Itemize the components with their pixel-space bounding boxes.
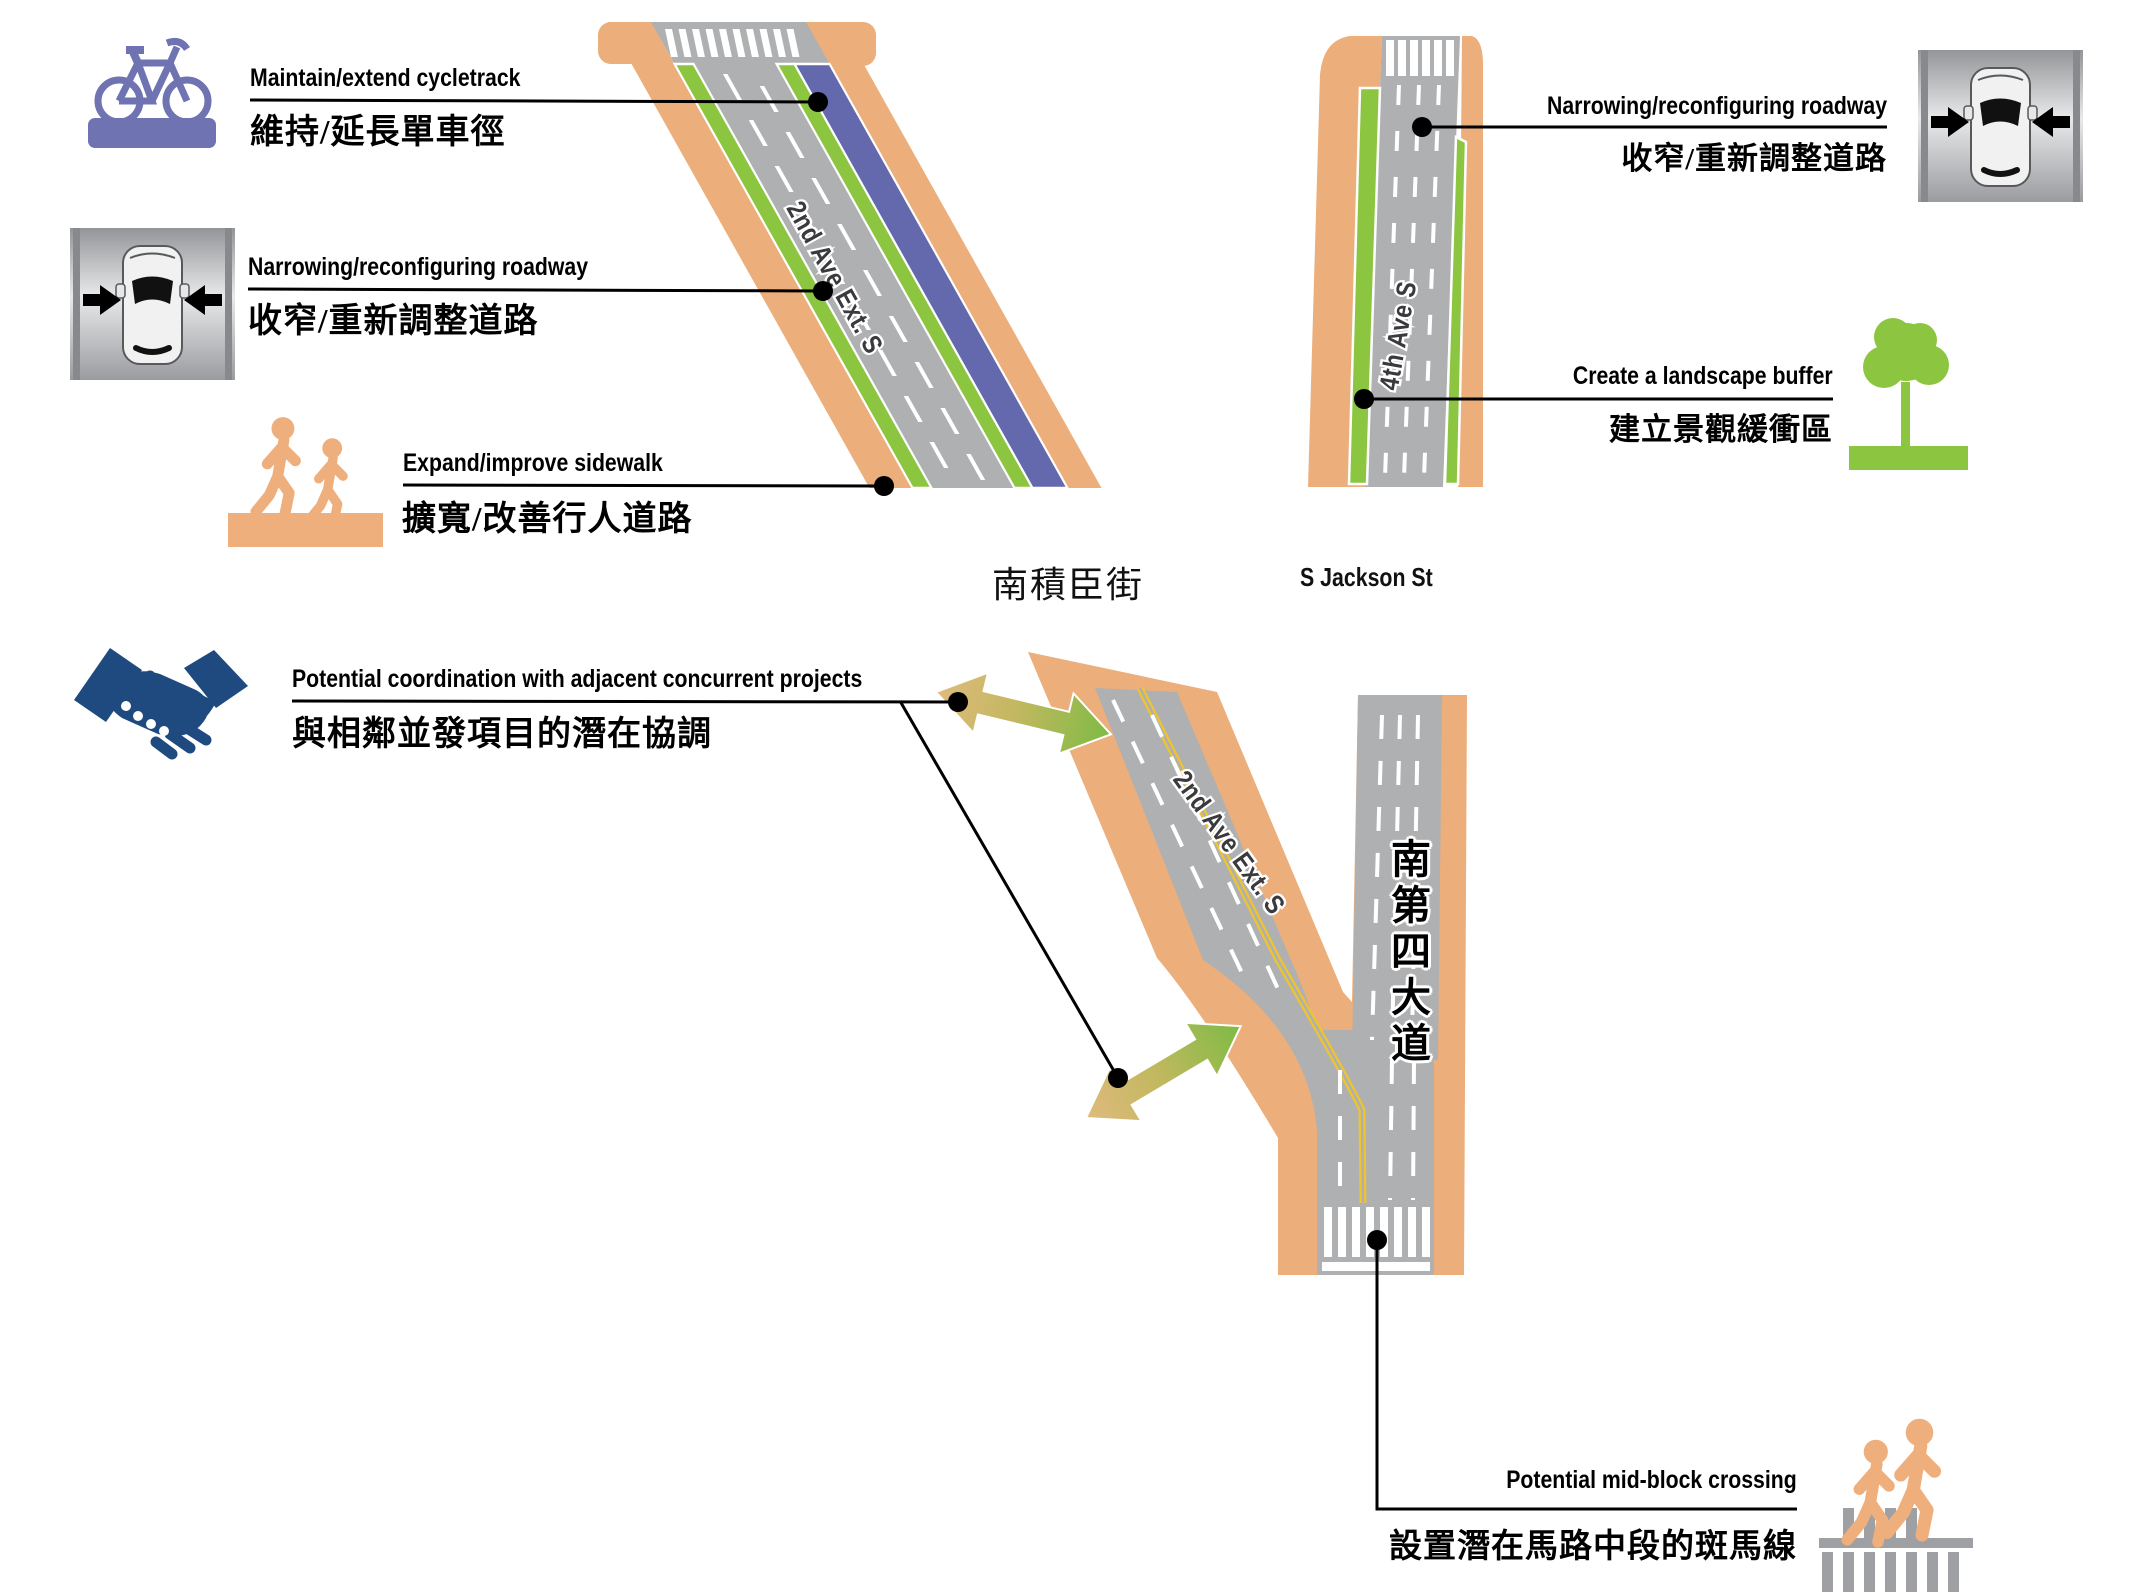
planting-strip <box>1347 86 1382 486</box>
callout-narrowing-right-zh: 收窄/重新調整道路 <box>1621 141 1887 176</box>
callout-cycletrack-zh: 維持/延長單車徑 <box>250 114 506 151</box>
sidewalk-band <box>806 22 1102 488</box>
sidewalk-band <box>608 22 913 488</box>
road-2nd-ave-top: 2nd Ave Ext. S <box>598 22 1102 490</box>
callout-cycletrack-en: Maintain/extend cycletrack <box>250 64 521 92</box>
crosswalk <box>1386 40 1454 76</box>
cycletrack-band <box>792 62 1070 490</box>
callout-coordination-zh: 與相鄰並發項目的潛在協調 <box>292 716 712 753</box>
planting-strip <box>672 62 934 490</box>
callout-landscape-en: Create a landscape buffer <box>1573 362 1833 390</box>
car-narrowing-icon-left <box>70 228 235 380</box>
bicycle-icon <box>88 38 216 148</box>
tree-icon <box>1849 318 1968 470</box>
callout-narrowing-right-en: Narrowing/reconfiguring roadway <box>1546 92 1887 120</box>
handshake-icon <box>74 648 248 760</box>
callout-narrowing-left-zh: 收窄/重新調整道路 <box>248 303 539 340</box>
crosswalk <box>665 29 800 57</box>
car-narrowing-icon-right <box>1918 50 2083 202</box>
planting-strip <box>1443 135 1468 486</box>
road-label-4th-ave-zh: 南第四大道 <box>1385 838 1430 1068</box>
callout-midblock-zh: 設置潛在馬路中段的斑馬線 <box>1389 1529 1797 1565</box>
callout-sidewalk-en: Expand/improve sidewalk <box>403 449 663 477</box>
callout-landscape-zh: 建立景觀緩衝區 <box>1609 412 1833 447</box>
road-junction: 2nd Ave Ext. S <box>1028 652 1467 1275</box>
leader-lines <box>247 98 1887 1511</box>
crosswalk-pedestrians-icon <box>1819 1419 1973 1592</box>
callout-sidewalk-zh: 擴寬/改善行人道路 <box>402 501 693 538</box>
street-label-jackson-en: S Jackson St <box>1300 562 1433 592</box>
callout-midblock-en: Potential mid-block crossing <box>1506 1466 1797 1494</box>
callout-coordination-en: Potential coordination with adjacent con… <box>292 665 863 693</box>
leader-dots <box>808 92 1432 1250</box>
callout-narrowing-left-en: Narrowing/reconfiguring roadway <box>248 253 589 281</box>
road-4th-ave: 4th Ave S <box>1308 36 1484 487</box>
street-label-jackson-zh: 南積臣街 <box>992 565 1145 605</box>
pedestrians-icon <box>228 418 383 547</box>
